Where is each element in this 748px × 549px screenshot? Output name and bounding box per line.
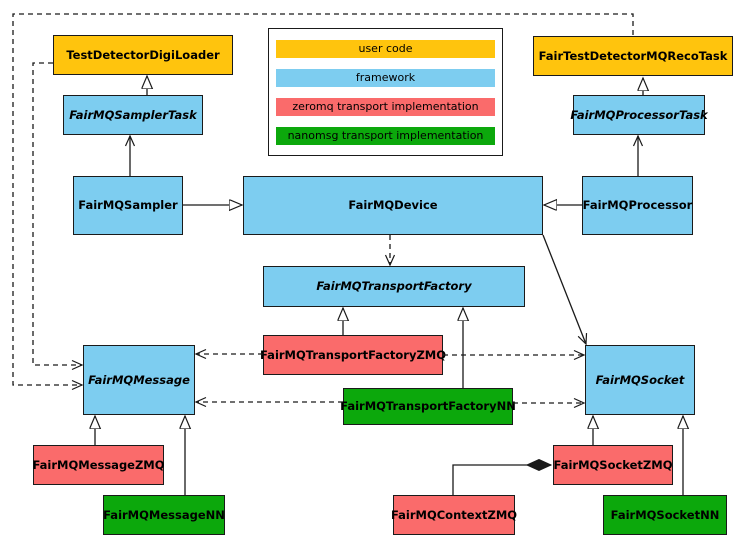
legend-item-zeromq: zeromq transport implementation <box>276 97 495 116</box>
node-label: FairMQProcessor <box>582 198 693 213</box>
node-label: FairTestDetectorMQRecoTask <box>538 48 728 63</box>
node-label: TestDetectorDigiLoader <box>66 47 220 62</box>
node-label: FairMQTransportFactory <box>316 279 472 294</box>
node-fairmq-sampler: FairMQSampler <box>73 176 183 235</box>
node-fairmq-context-zmq: FairMQContextZMQ <box>390 495 518 535</box>
node-label: FairMQSocket <box>595 372 685 387</box>
node-label: FairMQContextZMQ <box>390 507 518 522</box>
node-fairmq-device: FairMQDevice <box>243 176 543 235</box>
node-fairmq-message-zmq: FairMQMessageZMQ <box>32 445 165 485</box>
node-fairmq-transport-factory-nn: FairMQTransportFactoryNN <box>340 388 516 425</box>
edge-contextzmq-composed-socketzmq <box>452 465 551 495</box>
node-label: FairMQSocketNN <box>610 507 720 522</box>
node-fairmq-socket: FairMQSocket <box>585 345 695 415</box>
node-fairmq-processor: FairMQProcessor <box>582 176 693 235</box>
node-fairmq-processor-task: FairMQProcessorTask <box>570 95 708 135</box>
node-label: FairMQMessage <box>88 372 190 387</box>
node-fairmq-message-nn: FairMQMessageNN <box>103 495 225 535</box>
node-label: FairMQProcessorTask <box>570 107 708 122</box>
node-label: FairMQSocketZMQ <box>553 457 673 472</box>
edge-device-uses-socket <box>542 234 588 346</box>
node-label: FairMQTransportFactoryZMQ <box>260 347 447 362</box>
node-fairmq-socket-nn: FairMQSocketNN <box>603 495 727 535</box>
node-fairmq-transport-factory: FairMQTransportFactory <box>263 266 525 307</box>
node-fair-test-detector-mq-reco-task: FairTestDetectorMQRecoTask <box>533 36 733 76</box>
node-label: FairMQMessageNN <box>103 507 225 522</box>
node-label: FairMQSamplerTask <box>69 107 197 122</box>
node-label: FairMQMessageZMQ <box>32 457 165 472</box>
node-label: FairMQDevice <box>348 198 438 213</box>
node-fairmq-transport-factory-zmq: FairMQTransportFactoryZMQ <box>260 335 447 375</box>
node-test-detector-digi-loader: TestDetectorDigiLoader <box>53 35 233 75</box>
node-label: FairMQTransportFactoryNN <box>340 399 516 414</box>
legend-item-user-code: user code <box>276 39 495 58</box>
legend: user code framework zeromq transport imp… <box>268 28 503 156</box>
legend-item-framework: framework <box>276 68 495 87</box>
node-fairmq-socket-zmq: FairMQSocketZMQ <box>553 445 673 485</box>
node-fairmq-sampler-task: FairMQSamplerTask <box>63 95 203 135</box>
node-label: FairMQSampler <box>78 198 178 213</box>
legend-item-nanomsg: nanomsg transport implementation <box>276 126 495 145</box>
node-fairmq-message: FairMQMessage <box>83 345 195 415</box>
